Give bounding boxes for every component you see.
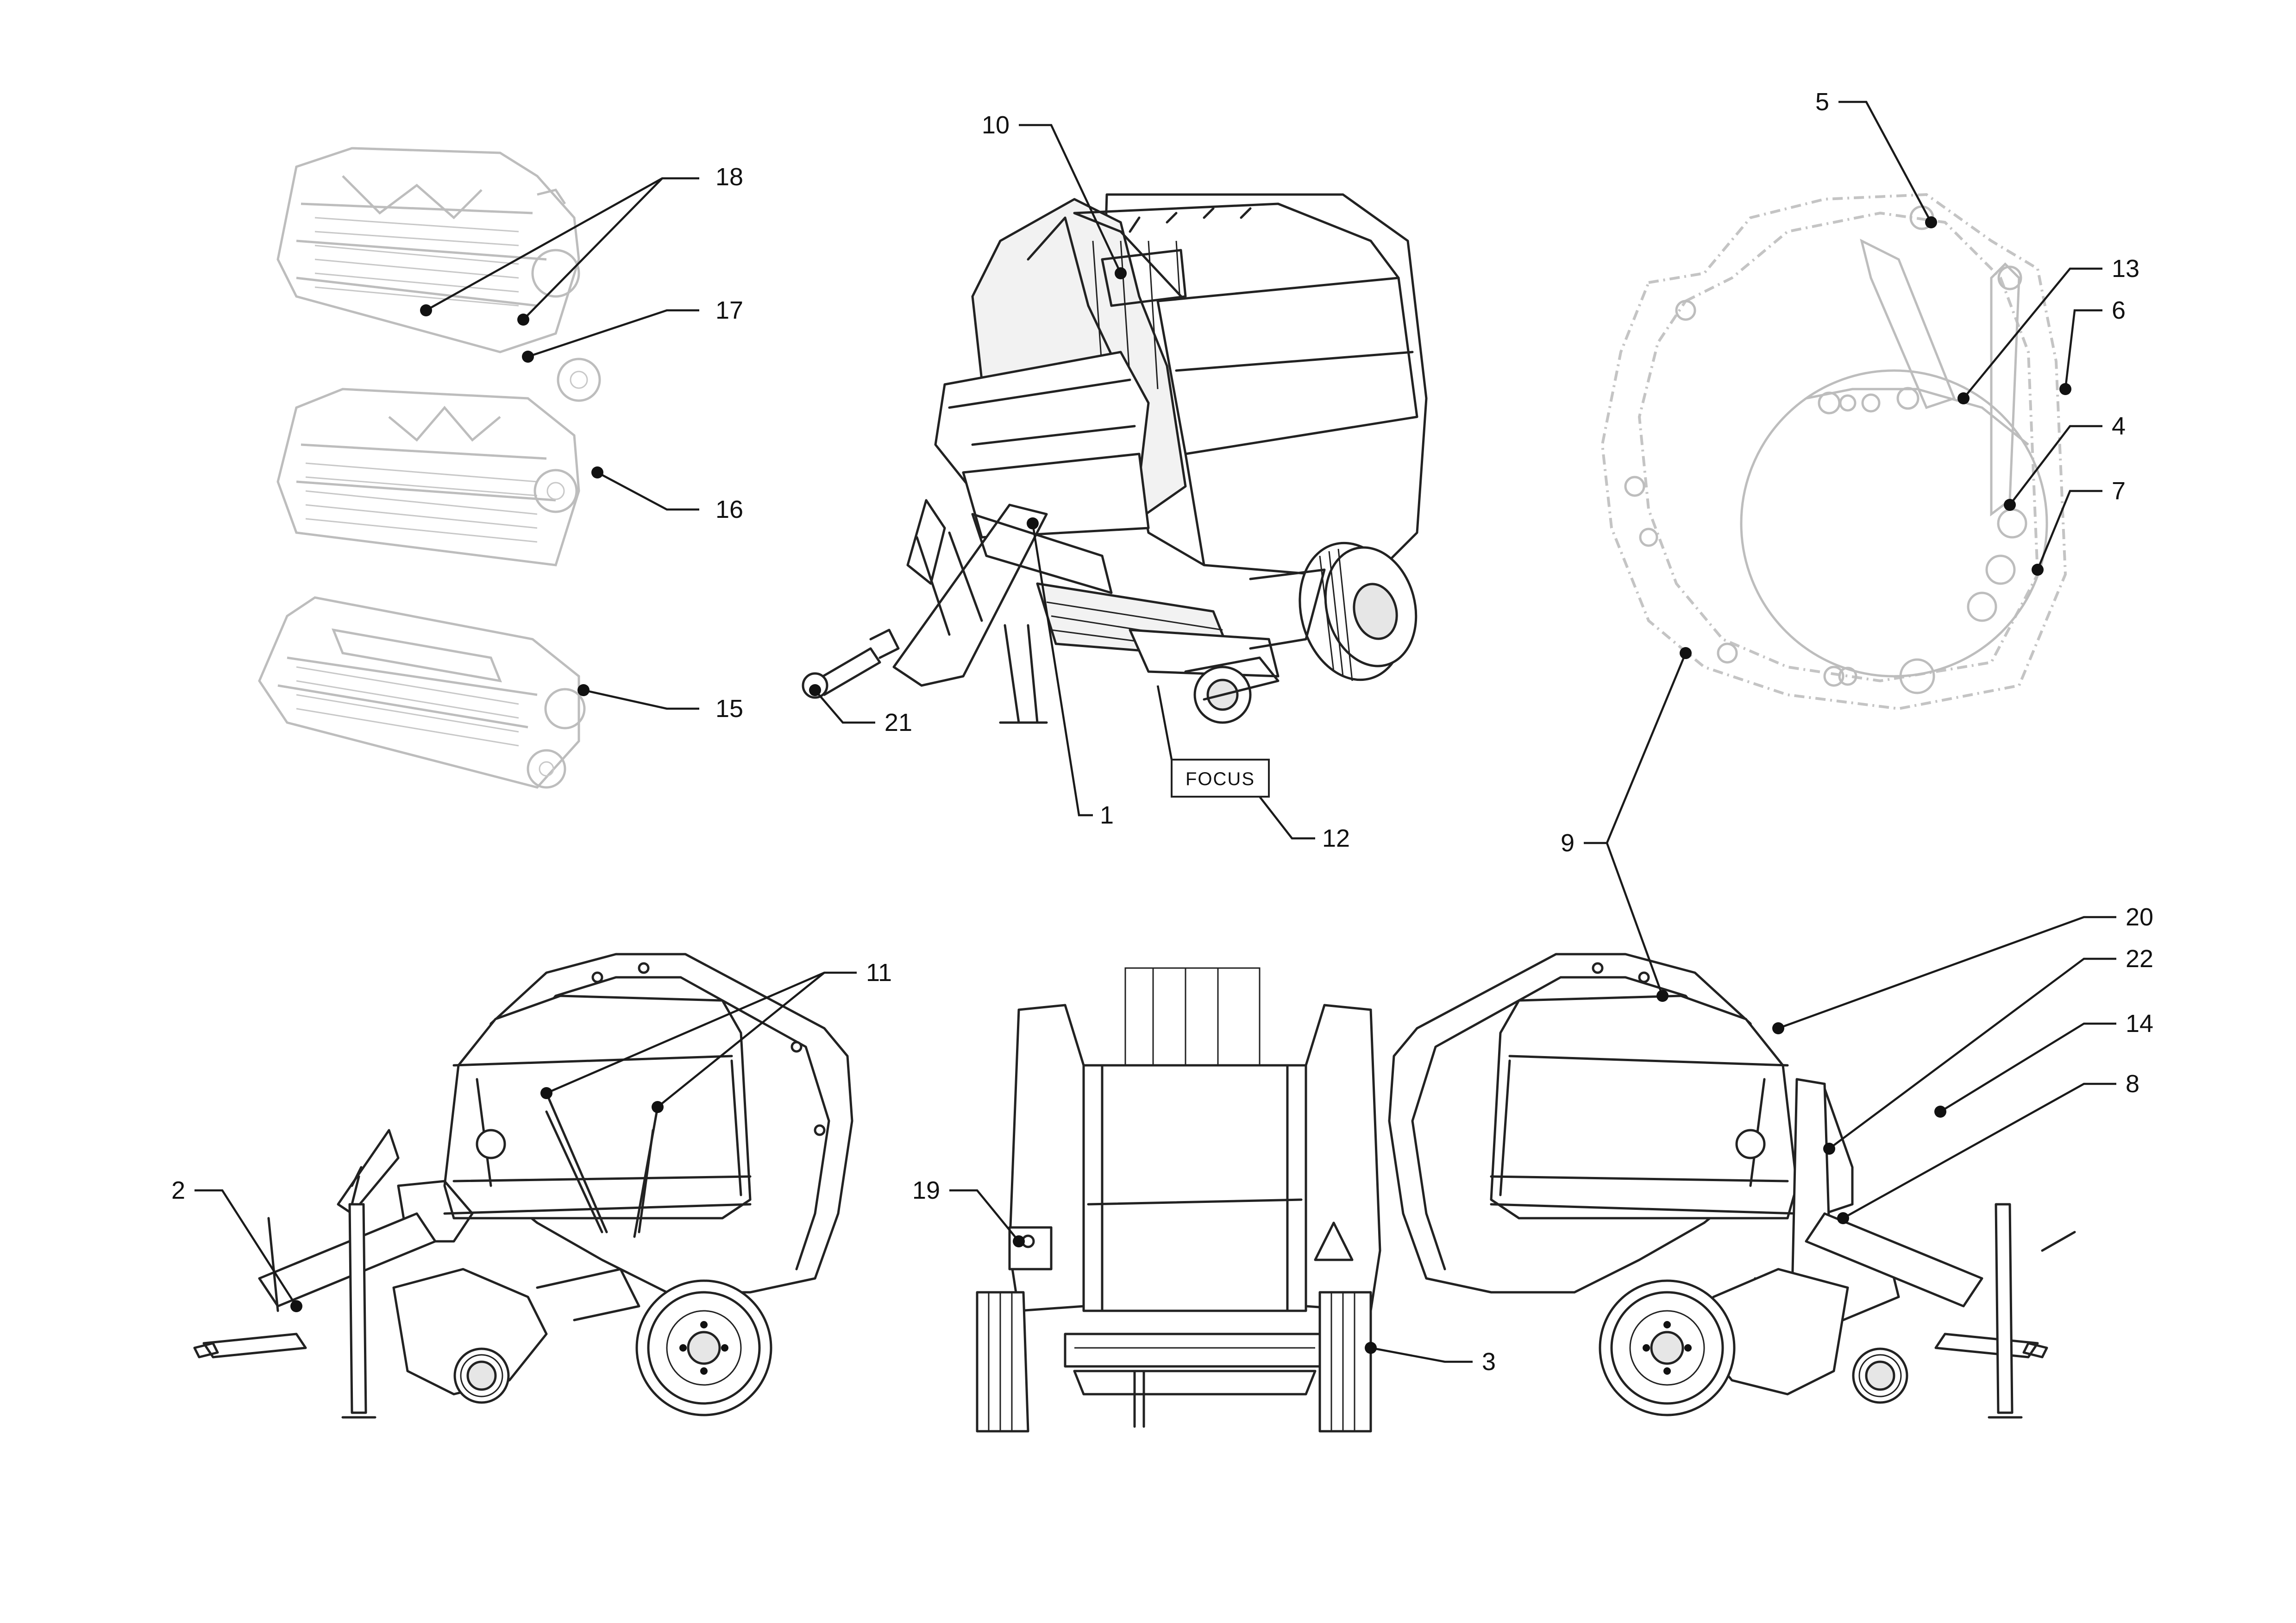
baler-right-side-view bbox=[1388, 953, 2076, 1419]
callout-21: 21 bbox=[885, 709, 912, 736]
callout-3: 3 bbox=[1482, 1348, 1496, 1376]
callout-7: 7 bbox=[2112, 477, 2126, 505]
callout-numbers: 18 17 16 15 10 21 1 12 5 13 6 4 7 9 11 2… bbox=[171, 88, 2153, 1376]
callout-9: 9 bbox=[1561, 829, 1575, 857]
pickup-variant-top bbox=[276, 147, 601, 402]
callout-10: 10 bbox=[982, 111, 1010, 139]
callout-18: 18 bbox=[715, 163, 743, 191]
callout-6: 6 bbox=[2112, 296, 2126, 324]
focus-label-text: FOCUS bbox=[1186, 769, 1255, 789]
callout-2: 2 bbox=[171, 1176, 185, 1204]
callout-14: 14 bbox=[2126, 1010, 2153, 1038]
baler-left-side-view bbox=[193, 953, 853, 1419]
callout-11: 11 bbox=[866, 959, 892, 987]
callout-22: 22 bbox=[2126, 945, 2153, 973]
callout-16: 16 bbox=[715, 496, 743, 523]
callout-leaders bbox=[194, 101, 2116, 1363]
callout-4: 4 bbox=[2112, 412, 2126, 440]
callout-17: 17 bbox=[715, 296, 743, 324]
callout-8: 8 bbox=[2126, 1070, 2139, 1098]
callout-20: 20 bbox=[2126, 903, 2153, 931]
pickup-variant-middle bbox=[276, 388, 580, 566]
baler-rear-view bbox=[976, 967, 1381, 1433]
side-mechanism-view bbox=[1600, 193, 2067, 711]
callout-15: 15 bbox=[715, 695, 743, 723]
pickup-variant-bottom bbox=[258, 596, 586, 789]
focus-label-plate: FOCUS bbox=[1171, 759, 1270, 798]
callout-13: 13 bbox=[2112, 255, 2139, 283]
callout-12: 12 bbox=[1322, 824, 1350, 852]
baler-isometric-view bbox=[802, 193, 1428, 724]
callout-1: 1 bbox=[1100, 801, 1114, 829]
callout-19: 19 bbox=[912, 1176, 940, 1204]
callout-5: 5 bbox=[1815, 88, 1829, 116]
